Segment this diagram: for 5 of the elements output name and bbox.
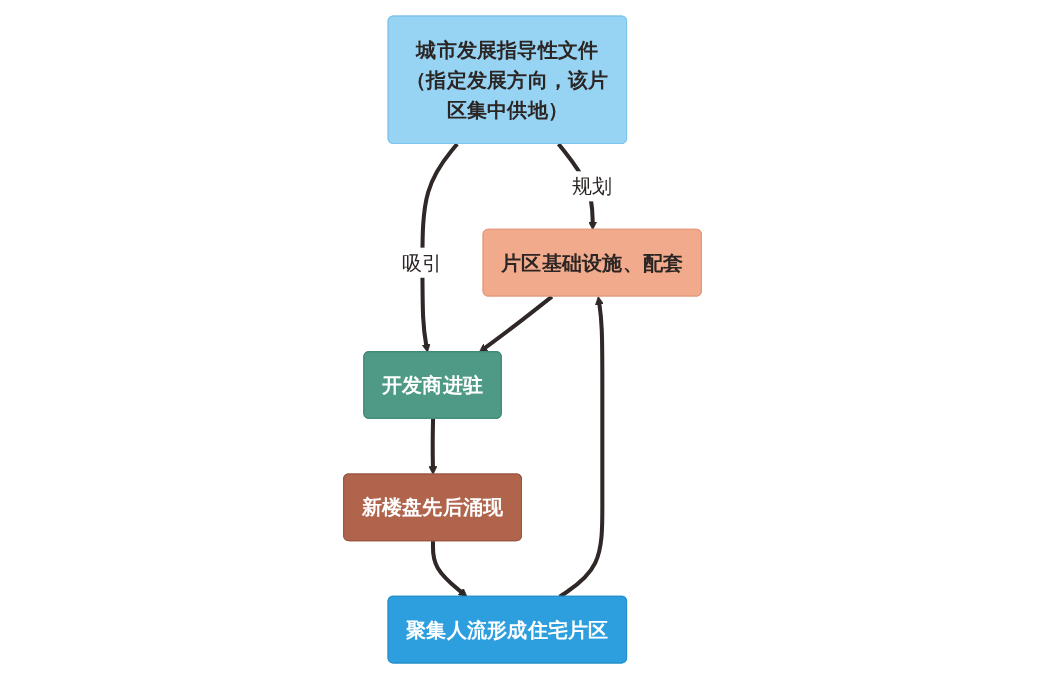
arrow [428, 418, 438, 475]
arrow [430, 541, 468, 598]
arrow [420, 142, 459, 353]
edge-label: 吸引 [402, 250, 443, 275]
edge-label: 规划 [572, 174, 613, 199]
